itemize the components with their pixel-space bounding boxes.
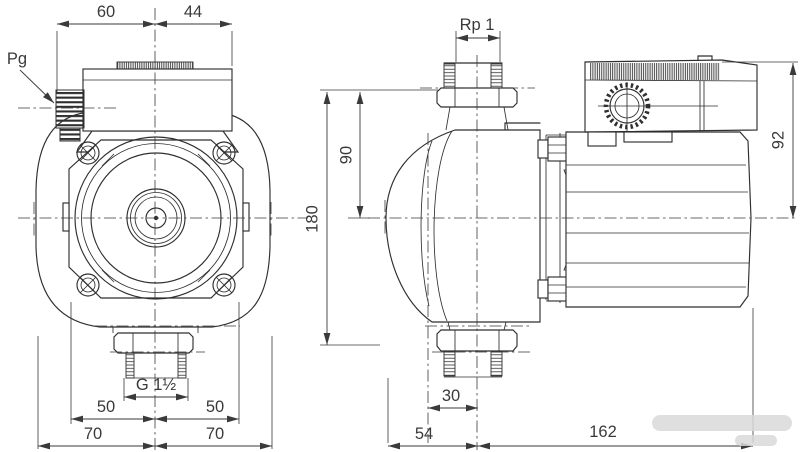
dim-width-left-60: 60	[56, 3, 233, 92]
box-foot-left	[587, 131, 617, 147]
dim-text-70-right: 70	[206, 425, 224, 443]
dim-g-thread: G 1½	[123, 376, 189, 401]
dim-text-60: 60	[97, 3, 115, 21]
dim-depth-offset-30: 30	[428, 387, 478, 412]
dim-text-92: 92	[769, 131, 787, 149]
front-view	[35, 61, 271, 379]
dimensions: 60 44 Pg Rp 1 180 90	[7, 3, 798, 450]
motor-body	[565, 131, 752, 308]
dim-height-axis-90: 90	[337, 92, 370, 219]
dim-text-54: 54	[415, 425, 433, 443]
pg-label: Pg	[7, 50, 27, 68]
union-nut-top	[436, 87, 518, 108]
bolt-washer-top	[537, 139, 549, 159]
motor-fins	[566, 164, 749, 288]
dim-depth-54-162: 54 162	[387, 308, 754, 450]
box-top-tab	[697, 55, 713, 61]
right-lug	[242, 202, 250, 232]
speed-selector-knob	[598, 82, 718, 132]
terminal-box	[82, 68, 233, 132]
cable-gland	[55, 89, 85, 142]
motor-face-circles	[74, 136, 238, 300]
dim-text-162: 162	[589, 423, 617, 441]
box-foot-right	[623, 131, 673, 143]
corner-screw-bottom-left	[76, 273, 100, 297]
rp1-label: Rp 1	[460, 16, 495, 34]
flange-boss	[504, 122, 541, 131]
dim-height-motor-92: 92	[722, 61, 798, 218]
vent-slats-side	[590, 63, 720, 80]
corner-screw-bottom-right	[212, 273, 236, 297]
dim-rp1: Rp 1	[455, 16, 501, 62]
g-thread-label: G 1½	[136, 376, 177, 394]
side-view	[385, 55, 758, 378]
bolt-washer-bottom	[537, 279, 549, 299]
volute-outline	[385, 129, 541, 323]
corner-screw-top-left	[76, 141, 100, 165]
pg-leader-arrow	[19, 69, 55, 104]
dim-base-half-70: 70 70	[37, 336, 273, 450]
front-bottom-port	[112, 327, 199, 379]
corner-screw-top-right	[212, 141, 236, 165]
box-band-line	[584, 79, 758, 82]
dim-text-44: 44	[184, 3, 202, 21]
dim-text-50-left: 50	[97, 398, 115, 416]
label-pg: Pg	[7, 50, 55, 104]
dim-text-50-right: 50	[206, 398, 224, 416]
dim-height-total-180: 180	[303, 89, 438, 346]
dim-text-30: 30	[442, 387, 460, 405]
dim-port-half-50: 50 50	[70, 302, 240, 424]
dim-text-70-left: 70	[84, 425, 102, 443]
left-lug	[62, 202, 70, 232]
dim-width-right-44: 44	[155, 3, 232, 28]
watermark	[652, 415, 792, 446]
union-nut	[113, 332, 194, 354]
dim-text-180: 180	[303, 205, 321, 233]
centerlines	[18, 8, 798, 450]
corner-chamfers	[101, 153, 211, 283]
side-top-port	[436, 62, 518, 131]
dim-text-90: 90	[337, 146, 355, 164]
